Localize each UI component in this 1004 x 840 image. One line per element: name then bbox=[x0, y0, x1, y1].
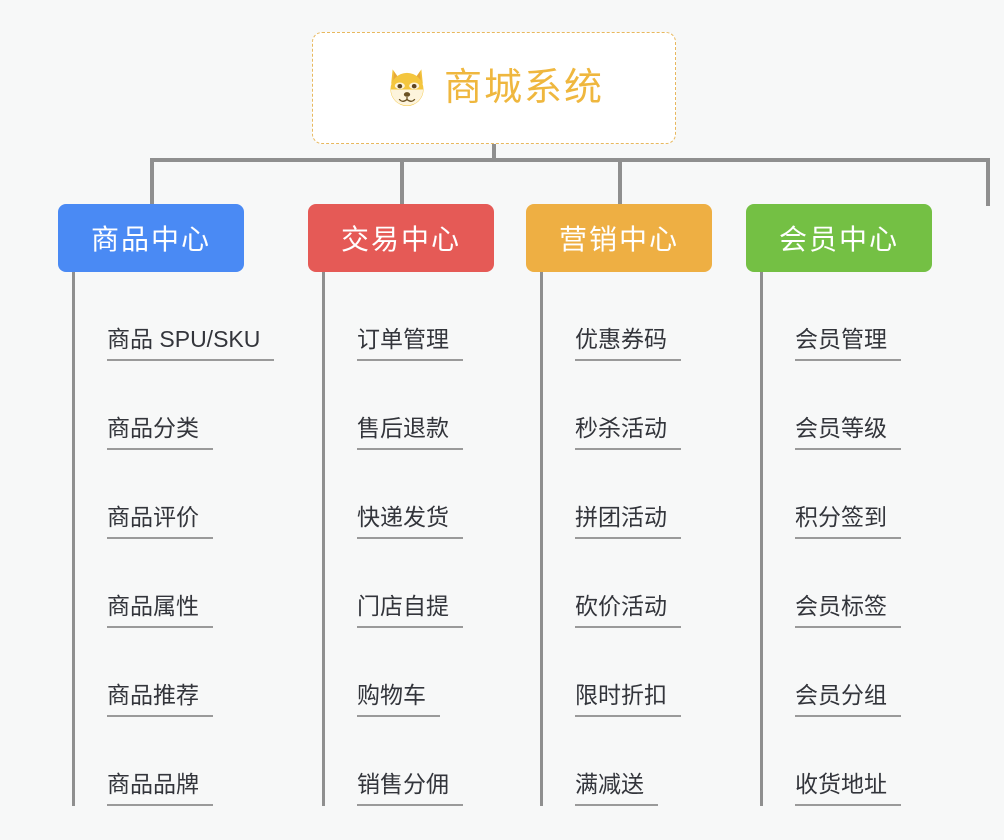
leaf-label: 售后退款 bbox=[357, 415, 463, 450]
leaf-label: 满减送 bbox=[575, 771, 658, 806]
leaf-label: 商品 SPU/SKU bbox=[107, 326, 275, 361]
leaf-label: 砍价活动 bbox=[575, 593, 681, 628]
root-title: 商城系统 bbox=[443, 67, 604, 109]
list-item[interactable]: 商品品牌 bbox=[75, 717, 288, 806]
leaf-label: 销售分佣 bbox=[357, 771, 463, 806]
branch-trade-center: 交易中心 订单管理 售后退款 快递发货 门店自提 购物车 销售分佣 bbox=[308, 204, 538, 806]
leaf-label: 积分签到 bbox=[795, 504, 901, 539]
leaf-label: 商品品牌 bbox=[107, 771, 213, 806]
list-item[interactable]: 限时折扣 bbox=[543, 628, 756, 717]
list-item[interactable]: 拼团活动 bbox=[543, 450, 756, 539]
dog-face-icon bbox=[390, 69, 424, 106]
leaf-label: 购物车 bbox=[357, 682, 440, 717]
connector-drop-3 bbox=[618, 158, 622, 206]
connector-drop-2 bbox=[400, 158, 404, 206]
connector-root-stem bbox=[492, 144, 496, 162]
leaf-label: 商品分类 bbox=[107, 415, 213, 450]
list-item[interactable]: 商品分类 bbox=[75, 361, 288, 450]
list-item[interactable]: 订单管理 bbox=[325, 272, 538, 361]
leaf-label: 收货地址 bbox=[795, 771, 901, 806]
list-item[interactable]: 砍价活动 bbox=[543, 539, 756, 628]
leaf-list-trade-center: 订单管理 售后退款 快递发货 门店自提 购物车 销售分佣 bbox=[322, 272, 538, 806]
list-item[interactable]: 会员等级 bbox=[763, 361, 976, 450]
leaf-label: 会员等级 bbox=[795, 415, 901, 450]
leaf-label: 商品属性 bbox=[107, 593, 213, 628]
branch-header-label: 交易中心 bbox=[340, 224, 461, 255]
connector-drop-1 bbox=[150, 158, 154, 206]
list-item[interactable]: 购物车 bbox=[325, 628, 538, 717]
list-item[interactable]: 秒杀活动 bbox=[543, 361, 756, 450]
list-item[interactable]: 优惠券码 bbox=[543, 272, 756, 361]
leaf-label: 快递发货 bbox=[357, 504, 463, 539]
leaf-list-marketing-center: 优惠券码 秒杀活动 拼团活动 砍价活动 限时折扣 满减送 bbox=[540, 272, 756, 806]
leaf-label: 秒杀活动 bbox=[575, 415, 681, 450]
leaf-label: 会员管理 bbox=[795, 326, 901, 361]
branch-header-marketing-center[interactable]: 营销中心 bbox=[526, 204, 712, 272]
leaf-label: 优惠券码 bbox=[575, 326, 681, 361]
connector-drop-4 bbox=[986, 158, 990, 206]
branch-header-label: 会员中心 bbox=[778, 224, 899, 255]
branch-header-label: 商品中心 bbox=[90, 224, 211, 255]
list-item[interactable]: 销售分佣 bbox=[325, 717, 538, 806]
list-item[interactable]: 商品推荐 bbox=[75, 628, 288, 717]
list-item[interactable]: 售后退款 bbox=[325, 361, 538, 450]
leaf-label: 限时折扣 bbox=[575, 682, 681, 717]
leaf-label: 拼团活动 bbox=[575, 504, 681, 539]
list-item[interactable]: 会员分组 bbox=[763, 628, 976, 717]
branch-header-label: 营销中心 bbox=[558, 224, 679, 255]
list-item[interactable]: 满减送 bbox=[543, 717, 756, 806]
branch-member-center: 会员中心 会员管理 会员等级 积分签到 会员标签 会员分组 收货地址 bbox=[746, 204, 976, 806]
branch-marketing-center: 营销中心 优惠券码 秒杀活动 拼团活动 砍价活动 限时折扣 满减送 bbox=[526, 204, 756, 806]
branch-header-member-center[interactable]: 会员中心 bbox=[746, 204, 932, 272]
list-item[interactable]: 会员标签 bbox=[763, 539, 976, 628]
leaf-list-member-center: 会员管理 会员等级 积分签到 会员标签 会员分组 收货地址 bbox=[760, 272, 976, 806]
leaf-label: 商品推荐 bbox=[107, 682, 213, 717]
connector-horizontal-bus bbox=[150, 158, 990, 162]
list-item[interactable]: 商品属性 bbox=[75, 539, 288, 628]
leaf-label: 会员分组 bbox=[795, 682, 901, 717]
leaf-label: 会员标签 bbox=[795, 593, 901, 628]
leaf-label: 商品评价 bbox=[107, 504, 213, 539]
list-item[interactable]: 商品 SPU/SKU bbox=[75, 272, 288, 361]
leaf-label: 门店自提 bbox=[357, 593, 463, 628]
branch-product-center: 商品中心 商品 SPU/SKU 商品分类 商品评价 商品属性 商品推荐 商品品牌 bbox=[58, 204, 288, 806]
branch-header-trade-center[interactable]: 交易中心 bbox=[308, 204, 494, 272]
branch-header-product-center[interactable]: 商品中心 bbox=[58, 204, 244, 272]
list-item[interactable]: 会员管理 bbox=[763, 272, 976, 361]
leaf-list-product-center: 商品 SPU/SKU 商品分类 商品评价 商品属性 商品推荐 商品品牌 bbox=[72, 272, 288, 806]
list-item[interactable]: 门店自提 bbox=[325, 539, 538, 628]
leaf-label: 订单管理 bbox=[357, 326, 463, 361]
list-item[interactable]: 积分签到 bbox=[763, 450, 976, 539]
list-item[interactable]: 商品评价 bbox=[75, 450, 288, 539]
list-item[interactable]: 快递发货 bbox=[325, 450, 538, 539]
root-node[interactable]: 商城系统 bbox=[312, 32, 676, 144]
list-item[interactable]: 收货地址 bbox=[763, 717, 976, 806]
